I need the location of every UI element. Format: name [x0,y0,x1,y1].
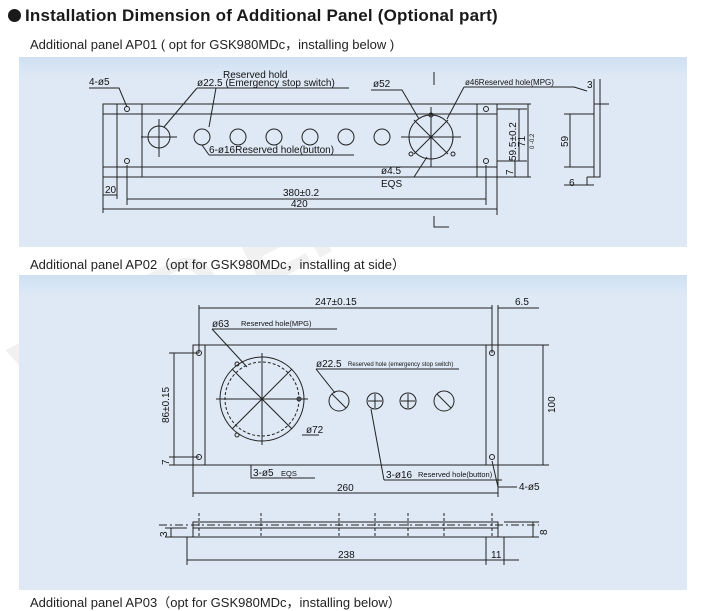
ap01-dim59-label: 59 [560,135,571,147]
ap01-reserved-hold-label: Reserved hold [223,70,287,81]
ap02-dim100-label: 100 [547,396,558,413]
ap02-phi72-label: ø72 [306,425,324,436]
ap02-plate-outline [192,344,499,466]
ap01-dim20-label: 20 [105,185,117,196]
ap02-phi22-label: ø22.5 [316,359,342,370]
ap01-phi52-label: ø52 [373,79,391,90]
ap02-dim247-label: 247±0.15 [315,297,357,308]
ap02-drawing-panel: 247±0.15 6.5 ø63 Reserved hole(MPG) ø22.… [19,275,687,590]
ap02-phi22-text: Reserved hole (emergency stop switch) [348,362,453,368]
caption-ap02: Additional panel AP02（opt for GSK980MDc，… [30,257,406,272]
ap02-dim8-label: 8 [539,529,550,535]
ap02-dim7-label: 7 [161,459,172,465]
ap01-dim59-5-label: 59.5±0.2 [508,122,519,161]
ap02-btn3-text: Reserved hole(button) [418,470,493,479]
ap02-eqs3-label: 3-ø5 [253,468,274,479]
ap02-dim6-5-label: 6.5 [515,297,529,308]
ap01-buttons-label: 6-ø16Reserved hole(button) [209,145,334,156]
ap01-eqs-dia-label: ø4.5 [381,166,401,177]
ap01-dim71-label: 71 [517,135,528,147]
ap02-phi63-label: ø63 [212,319,230,330]
ap01-drawing-panel: 4-ø5 Reserved hold ø22.5 (Emergency stop… [19,57,687,247]
ap01-mpg-label: ø46Reserved hole(MPG) [465,78,554,87]
ap02-dim3-label: 3 [159,531,170,537]
ap01-dim6-label: 6 [569,178,575,189]
ap01-dim420-label: 420 [291,199,308,210]
ap01-dim71-tol-label: 0 -0.2 [530,133,536,149]
caption-ap01: Additional panel AP01 ( opt for GSK980MD… [30,37,395,52]
ap01-4x5-label: 4-ø5 [89,77,110,88]
ap02-dim260-label: 260 [337,483,354,494]
ap02-4x5-label: 4-ø5 [519,482,540,493]
ap01-dim380-label: 380±0.2 [283,188,320,199]
ap02-dim238-label: 238 [338,550,355,561]
page-title: Installation Dimension of Additional Pan… [8,6,498,26]
bullet-icon [8,9,21,22]
ap02-drawing: 247±0.15 6.5 ø63 Reserved hole(MPG) ø22.… [159,297,558,565]
ap01-dim3-label: 3 [587,80,593,91]
ap01-drawing: 4-ø5 Reserved hold ø22.5 (Emergency stop… [89,70,609,228]
ap01-plate-outline [102,103,498,178]
ap02-eqs3-text: EQS [281,469,297,478]
ap02-dim86-label: 86±0.15 [161,386,172,423]
ap01-dim7-label: 7 [505,169,516,175]
ap02-phi63-text: Reserved hole(MPG) [241,319,312,328]
ap02-dim11-label: 11 [491,550,502,561]
ap02-btn3-label: 3-ø16 [386,470,413,481]
ap01-emergency-label: ø22.5 (Emergency stop switch) [197,78,335,89]
caption-ap03: Additional panel AP03（opt for GSK980MDc，… [30,595,401,610]
page-title-text: Installation Dimension of Additional Pan… [25,6,498,25]
ap01-eqs-label: EQS [381,179,402,190]
